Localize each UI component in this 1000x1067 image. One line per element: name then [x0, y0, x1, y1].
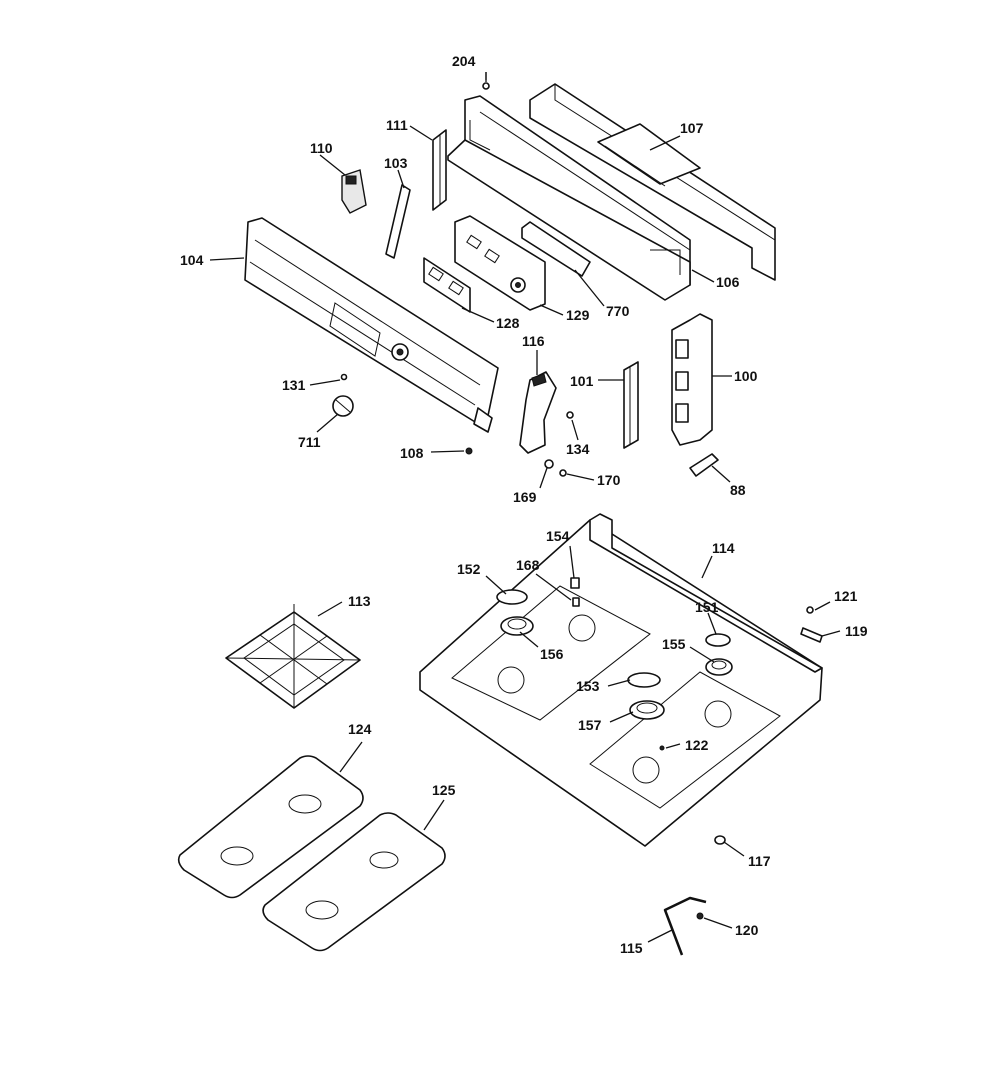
- part-106-backguard: [447, 95, 691, 301]
- part-122-screw: [659, 745, 665, 751]
- part-108-screw: [465, 447, 473, 455]
- callout-117: 117: [748, 853, 771, 869]
- callout-169: 169: [513, 489, 537, 505]
- callout-103: 103: [384, 155, 408, 171]
- part-119-bracket: [800, 627, 823, 643]
- callout-154: 154: [546, 528, 570, 544]
- callout-116: 116: [522, 333, 545, 349]
- callout-110: 110: [310, 140, 333, 156]
- part-111-bracket: [432, 129, 447, 211]
- callout-153: 153: [576, 678, 600, 694]
- part-100-end-cap: [671, 313, 713, 446]
- callout-204: 204: [452, 53, 476, 69]
- part-129-control-board: [454, 215, 546, 311]
- callout-711: 711: [298, 434, 321, 450]
- part-124-drip-pan: [177, 755, 364, 899]
- callout-101: 101: [570, 373, 594, 389]
- part-113-grate: [225, 604, 361, 709]
- callout-113: 113: [348, 593, 371, 609]
- part-115-rod: [663, 896, 707, 956]
- callout-152: 152: [457, 561, 481, 577]
- callout-770: 770: [606, 303, 630, 319]
- part-156-burner-head: [500, 616, 534, 636]
- callout-129: 129: [566, 307, 590, 323]
- part-170-screw: [559, 469, 567, 477]
- part-152-burner-cap: [496, 589, 528, 605]
- leader-lines: [209, 72, 841, 943]
- callout-100: 100: [734, 368, 758, 384]
- part-121-screw: [806, 606, 814, 614]
- part-88-spacer: [689, 453, 719, 477]
- callout-157: 157: [578, 717, 602, 733]
- callout-115: 115: [620, 940, 643, 956]
- callout-88: 88: [730, 482, 746, 498]
- part-110-switch: [341, 169, 367, 214]
- callout-121: 121: [834, 588, 858, 604]
- part-125-drip-pan: [262, 812, 446, 952]
- part-151-burner-cap: [705, 633, 731, 647]
- callout-151: 151: [695, 599, 719, 615]
- part-169-washer: [544, 459, 554, 469]
- callout-124: 124: [348, 721, 372, 737]
- part-155-burner-head: [705, 658, 733, 676]
- callout-104: 104: [180, 252, 204, 268]
- part-711-knob: [332, 395, 354, 417]
- callout-156: 156: [540, 646, 564, 662]
- callout-120: 120: [735, 922, 759, 938]
- part-134-screw: [566, 411, 574, 419]
- callout-labels: 204 107 111 110 103 104 106 770 129 128 …: [180, 53, 868, 956]
- callout-170: 170: [597, 472, 621, 488]
- part-131-clip: [340, 373, 348, 381]
- callout-119: 119: [845, 623, 868, 639]
- callout-108: 108: [400, 445, 424, 461]
- callout-134: 134: [566, 441, 590, 457]
- part-120-screw: [696, 912, 704, 920]
- part-157-burner-head: [629, 700, 665, 720]
- part-103-strap: [385, 184, 411, 259]
- part-101-bracket: [623, 361, 639, 449]
- part-116-end-cap: [519, 371, 557, 454]
- callout-155: 155: [662, 636, 686, 652]
- callout-106: 106: [716, 274, 740, 290]
- callout-131: 131: [282, 377, 306, 393]
- part-154-orifice: [570, 577, 580, 589]
- callout-114: 114: [712, 540, 735, 556]
- part-117-grommet: [714, 835, 726, 845]
- callout-125: 125: [432, 782, 456, 798]
- callout-122: 122: [685, 737, 709, 753]
- part-153-burner-cap: [627, 672, 661, 688]
- part-107-rear-panel: [529, 83, 776, 281]
- callout-128: 128: [496, 315, 520, 331]
- callout-111: 111: [386, 117, 408, 133]
- part-168-orifice: [572, 597, 580, 607]
- callout-168: 168: [516, 557, 540, 573]
- part-770-cover: [521, 221, 591, 277]
- part-104-control-panel: [244, 217, 499, 433]
- callout-107: 107: [680, 120, 704, 136]
